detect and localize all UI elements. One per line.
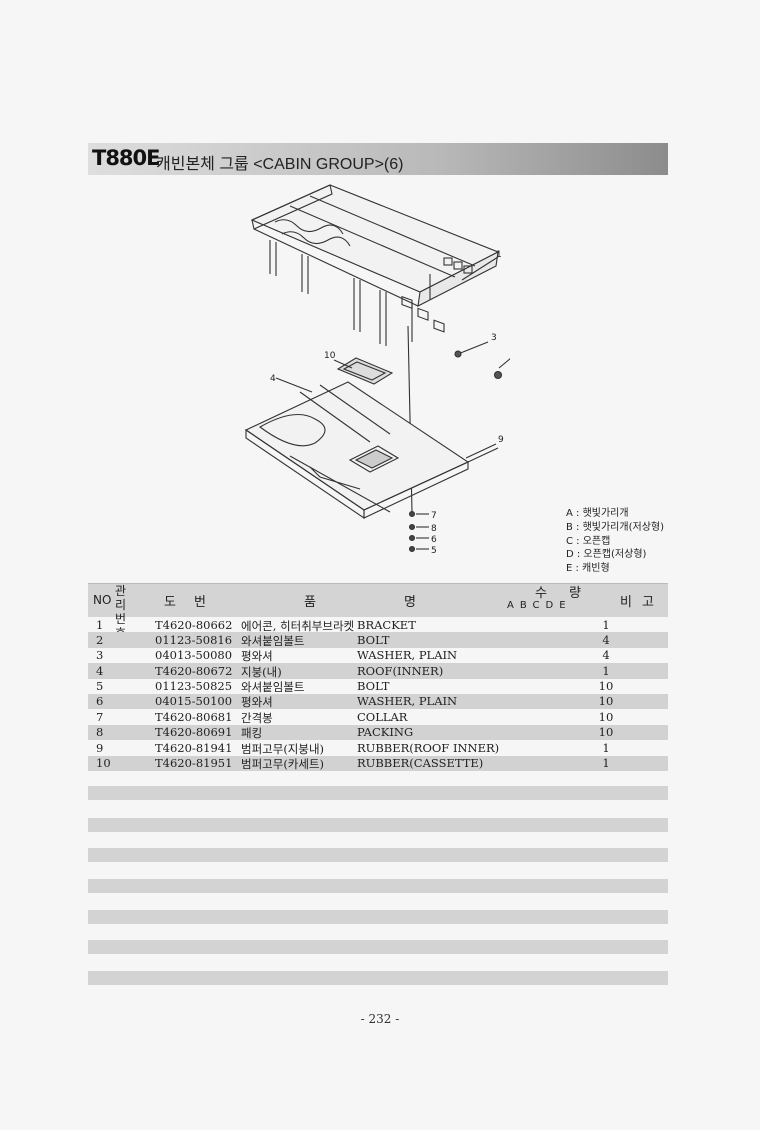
- table-row: 8 T4620-80691 패킹 PACKING 10: [88, 724, 668, 741]
- legend-item: A : 햇빛가리개: [566, 508, 629, 519]
- english-name: PACKING: [357, 725, 414, 740]
- section-title-bar: T880E 캐빈본체 그룹 <CABIN GROUP>(6): [88, 143, 668, 175]
- part-number: T4620-81941: [155, 740, 233, 755]
- korean-name: 패킹: [241, 726, 263, 741]
- part-number: T4620-80672: [155, 663, 233, 678]
- korean-name: 범퍼고무(카세트): [241, 757, 325, 772]
- empty-row-stripe: [88, 848, 668, 862]
- english-name: BRACKET: [357, 617, 416, 632]
- header-variant-columns: ABCDE: [507, 600, 572, 611]
- part-number: T4620-80681: [155, 709, 233, 724]
- empty-row-stripe: [88, 879, 668, 893]
- korean-name: 범퍼고무(지붕내): [241, 741, 325, 756]
- row-number: 2: [96, 632, 104, 647]
- korean-name: 지붕(내): [241, 664, 282, 679]
- korean-name: 간격봉: [241, 710, 273, 725]
- empty-row-stripe: [88, 910, 668, 924]
- quantity: 10: [598, 694, 614, 709]
- quantity: 10: [598, 709, 614, 724]
- english-name: BOLT: [357, 632, 390, 647]
- part-number: 04015-50100: [155, 694, 233, 709]
- row-number: 10: [96, 756, 111, 771]
- table-row: 10 T4620-81951 범퍼고무(카세트) RUBBER(CASSETTE) 1: [88, 755, 668, 772]
- variant-legend: A : 햇빛가리개 B : 햇빛가리개(저상형) C : 오픈캡 D : 오픈캡…: [566, 507, 664, 576]
- empty-row-stripe: [88, 786, 668, 800]
- korean-name: 와셔붙임볼트: [241, 633, 305, 648]
- part-number: 01123-50825: [155, 679, 233, 694]
- table-header: NO 관리 번호 도번 품명 수량 ABCDE 비고: [88, 583, 668, 640]
- empty-row-stripe: [88, 818, 668, 832]
- model-code: T880E: [92, 146, 161, 170]
- row-number: 7: [96, 709, 104, 724]
- part-number: T4620-81951: [155, 756, 233, 771]
- english-name: COLLAR: [357, 709, 408, 724]
- page-number: - 232 -: [360, 1012, 400, 1026]
- part-number: T4620-80691: [155, 725, 233, 740]
- quantity: 1: [602, 663, 610, 678]
- callout-7: 7: [431, 511, 437, 521]
- row-number: 4: [96, 663, 104, 678]
- callout-8: 8: [431, 524, 437, 534]
- table-row: 3 04013-50080 평와셔 WASHER, PLAIN 4: [88, 648, 668, 663]
- section-title: 캐빈본체 그룹 <CABIN GROUP>(6): [156, 156, 404, 173]
- legend-item: E : 캐빈형: [566, 563, 610, 575]
- row-number: 9: [96, 740, 104, 755]
- english-name: WASHER, PLAIN: [357, 694, 458, 709]
- part-number: T4620-80662: [155, 617, 233, 632]
- korean-name: 에어콘, 히터취부브라켓: [241, 618, 355, 633]
- korean-name: 평와셔: [241, 649, 273, 664]
- exploded-parts-diagram: 1 2 3 4 5 6 7 8 9 10: [244, 184, 510, 556]
- empty-row-stripe: [88, 940, 668, 954]
- english-name: RUBBER(ROOF INNER): [357, 740, 500, 755]
- legend-item: B : 햇빛가리개(저상형): [566, 521, 664, 533]
- empty-row-stripe: [88, 971, 668, 985]
- quantity: 1: [602, 740, 610, 755]
- row-number: 1: [96, 617, 104, 632]
- table-row: 2 01123-50816 와셔붙임볼트 BOLT 4: [88, 632, 668, 648]
- row-number: 3: [96, 648, 104, 663]
- row-number: 8: [96, 725, 104, 740]
- roof-inner-drawing: [244, 381, 470, 520]
- row-number: 5: [96, 679, 104, 694]
- part-number: 01123-50816: [155, 632, 233, 647]
- table-row: 7 T4620-80681 간격봉 COLLAR 10: [88, 709, 668, 725]
- quantity: 1: [602, 617, 610, 632]
- quantity: 10: [598, 725, 614, 740]
- callout-3: 3: [491, 333, 497, 343]
- table-row: 5 01123-50825 와셔붙임볼트 BOLT 10: [88, 679, 668, 694]
- header-part-name: 품명: [304, 595, 504, 610]
- korean-name: 와셔붙임볼트: [241, 680, 305, 695]
- legend-item: D : 오픈캡(저상형): [566, 549, 647, 561]
- bracket-drawing: [250, 184, 500, 346]
- quantity: 4: [602, 632, 610, 647]
- english-name: ROOF(INNER): [357, 663, 444, 678]
- legend-item: C : 오픈캡: [566, 535, 611, 547]
- callout-10: 10: [324, 351, 336, 361]
- callout-9: 9: [498, 435, 504, 445]
- table-row: 6 04015-50100 평와셔 WASHER, PLAIN 10: [88, 693, 668, 710]
- header-drawing-no: 도번: [164, 595, 224, 610]
- parts-table: NO 관리 번호 도번 품명 수량 ABCDE 비고 1 T4620-80662 에…: [88, 583, 668, 771]
- table-row: 9 T4620-81941 범퍼고무(지붕내) RUBBER(ROOF INNER) 1: [88, 740, 668, 756]
- part-number: 04013-50080: [155, 648, 233, 663]
- row-number: 6: [96, 694, 104, 709]
- table-row: 4 T4620-80672 지붕(내) ROOF(INNER) 1: [88, 663, 668, 679]
- callout-5: 5: [431, 546, 437, 556]
- header-quantity: 수량: [535, 586, 603, 601]
- header-remark: 비고: [620, 595, 664, 610]
- callout-1: 1: [496, 250, 502, 260]
- header-no: NO: [93, 593, 112, 607]
- callout-4: 4: [270, 374, 276, 384]
- english-name: WASHER, PLAIN: [357, 648, 458, 663]
- korean-name: 평와셔: [241, 695, 273, 710]
- english-name: BOLT: [357, 679, 390, 694]
- english-name: RUBBER(CASSETTE): [357, 756, 484, 771]
- quantity: 1: [602, 756, 610, 771]
- callout-6: 6: [431, 535, 437, 545]
- quantity: 10: [598, 679, 614, 694]
- quantity: 4: [602, 648, 610, 663]
